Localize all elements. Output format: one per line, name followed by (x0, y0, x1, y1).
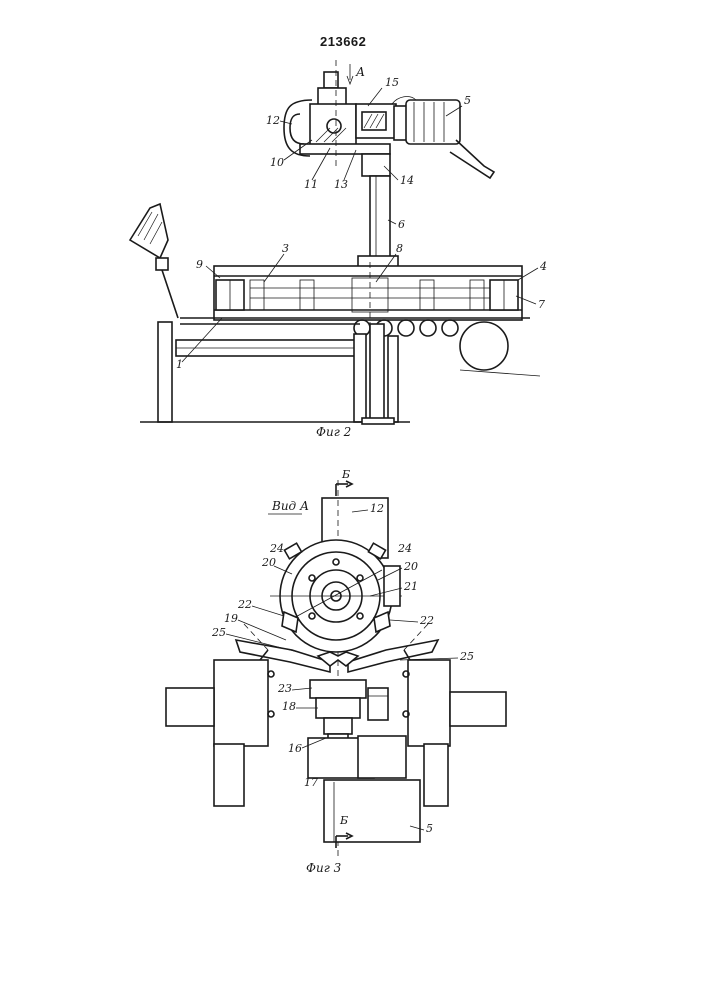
label-A: А (355, 65, 365, 79)
view-label: Вид А (271, 499, 309, 513)
label-3: 3 (282, 242, 289, 255)
label-12-fig3: 12 (370, 502, 384, 515)
label-7: 7 (538, 298, 545, 311)
figure-2: А 15 5 12 10 11 13 14 6 3 8 (130, 60, 547, 439)
label-9: 9 (196, 258, 203, 271)
figure-2-caption: Фиг 2 (316, 425, 351, 439)
figure-3: Б Вид А 12 24 24 20 20 21 22 22 19 25 (166, 468, 506, 875)
label-24-left: 24 (269, 542, 284, 555)
label-15: 15 (385, 76, 399, 89)
label-10: 10 (270, 156, 284, 169)
label-25-right: 25 (459, 650, 474, 663)
label-17: 17 (304, 776, 318, 789)
column-6 (358, 154, 398, 268)
label-5-fig3: 5 (426, 822, 433, 835)
label-8: 8 (396, 242, 403, 255)
central-mechanism (308, 680, 420, 842)
label-20-right: 20 (403, 560, 418, 573)
label-5: 5 (464, 94, 471, 107)
label-13: 13 (334, 178, 348, 191)
label-25-left: 25 (211, 626, 226, 639)
label-14: 14 (400, 174, 414, 187)
label-16: 16 (288, 742, 302, 755)
label-12: 12 (266, 114, 280, 127)
support-frame (140, 322, 410, 424)
rotor-drum (214, 262, 522, 326)
rotating-head-disc (270, 540, 402, 652)
label-11: 11 (304, 178, 318, 191)
section-label-b-bottom: Б (339, 814, 348, 827)
label-19: 19 (224, 612, 238, 625)
label-23: 23 (277, 682, 292, 695)
label-4: 4 (539, 260, 547, 273)
label-6: 6 (398, 218, 405, 231)
motor-5 (392, 97, 494, 178)
section-label-b-top: Б (341, 468, 350, 481)
figure-3-caption: Фиг 3 (306, 861, 342, 875)
label-18: 18 (282, 700, 296, 713)
label-22-right: 22 (419, 614, 434, 627)
label-1: 1 (176, 358, 183, 371)
label-21: 21 (403, 580, 418, 593)
feed-chute (130, 204, 178, 318)
label-22-left: 22 (237, 598, 252, 611)
label-24-right: 24 (397, 542, 412, 555)
label-20-left: 20 (261, 556, 276, 569)
